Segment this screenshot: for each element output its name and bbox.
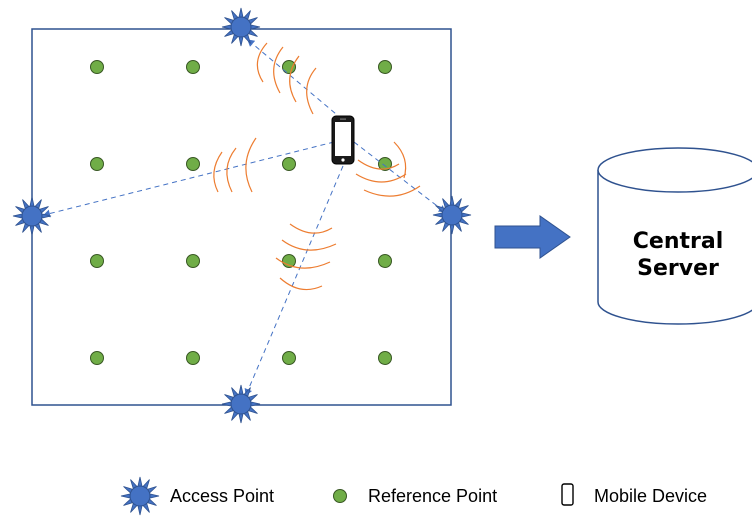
connection-line-bottom [244,165,344,396]
reference-point [186,60,200,74]
connection-line-right [353,141,446,213]
reference-point [186,351,200,365]
reference-point [282,60,296,74]
connection-lines [43,39,446,396]
access-point-left [12,196,52,236]
central-server: Central Server [597,147,752,325]
smartphone-screen [335,122,351,156]
access-point-right [432,195,472,235]
legend-mobile-device-icon [561,483,574,506]
signal-arc [289,55,300,103]
legend-label-mobile-device: Mobile Device [594,486,707,506]
reference-point [378,60,392,74]
smartphone-speaker [340,118,346,120]
signal-arc [226,147,237,193]
access-point-top [221,7,261,47]
access-points [12,7,472,424]
connection-line-left [43,141,335,218]
signal-arc [355,173,407,183]
signal-arc [363,185,421,197]
legend-reference-point-icon [333,489,347,503]
room-boundary [31,28,452,406]
signal-arc [281,239,337,251]
signal-arc [393,141,407,179]
right-arrow-icon [494,215,571,259]
signal-arc [289,223,333,234]
connection-line-top [247,39,343,120]
server-label-line2: Server [637,256,719,281]
reference-point [90,60,104,74]
reference-point-grid [90,60,392,365]
access-point-core [21,205,43,227]
signal-arcs [213,42,421,291]
reference-point [378,254,392,268]
reference-point [282,157,296,171]
reference-point [186,157,200,171]
signal-arc [275,257,331,269]
access-point-core [230,393,252,415]
legend-label-reference-point: Reference Point [368,486,497,506]
signal-arc [256,42,268,83]
signal-arc [357,159,400,170]
server-label-line1: Central [633,229,723,254]
reference-point [378,157,392,171]
legend-label-access-point: Access Point [170,486,274,506]
legend-access-point [120,476,160,516]
reference-point [90,254,104,268]
legend-access-point-icon [120,476,160,516]
reference-point [282,351,296,365]
signal-arc [213,151,223,193]
access-point-core [129,485,151,507]
legend: Access Point Reference Point Mobile Devi… [120,476,707,516]
reference-point [90,351,104,365]
reference-point [90,157,104,171]
access-point-core [230,16,252,38]
smartphone-home-button [341,158,345,162]
reference-point [186,254,200,268]
mobile-device [331,115,355,165]
signal-arc [306,67,317,115]
access-point-core [441,204,463,226]
signal-arc [245,137,257,193]
database-cylinder-top [597,147,752,193]
signal-arc [273,46,284,94]
access-point-bottom [221,384,261,424]
reference-point [378,351,392,365]
signal-arc [279,277,323,291]
